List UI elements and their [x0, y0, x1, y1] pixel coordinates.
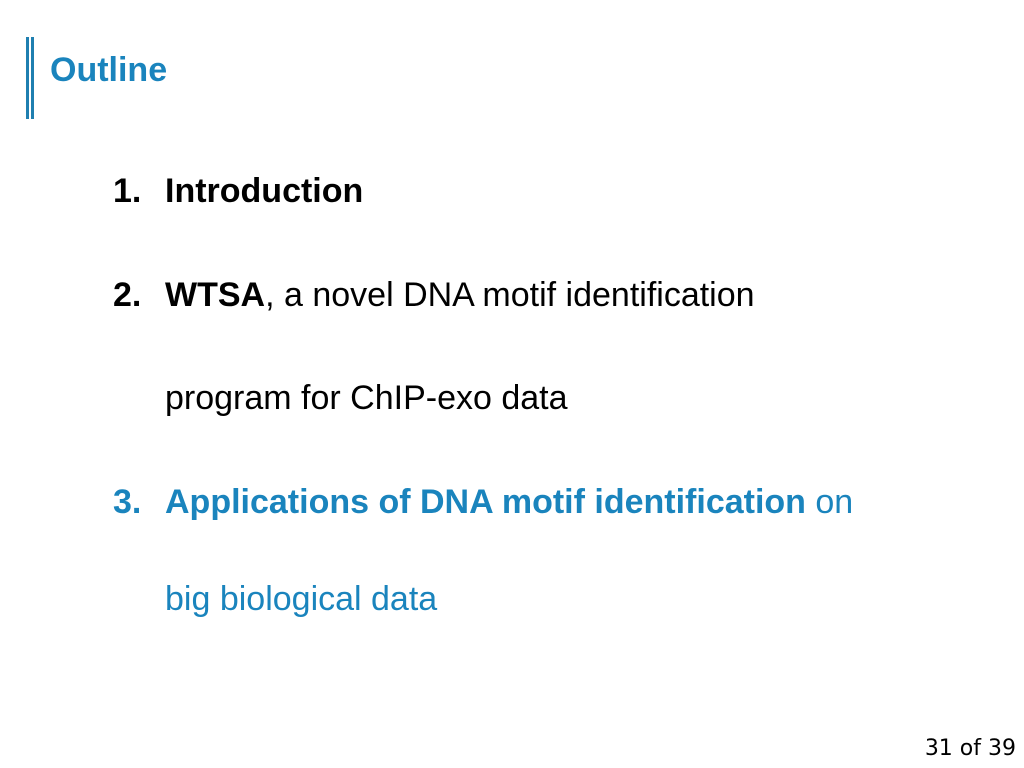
outline-item-wtsa: 2. WTSA, a novel DNA motif identificatio…: [113, 270, 993, 424]
outline-item-bold-text: WTSA: [165, 276, 266, 314]
title-accent-bar: [26, 37, 34, 119]
outline-item-bold-text: Applications of DNA motif identification: [165, 483, 806, 521]
outline-item-introduction: 1. Introduction: [113, 166, 993, 217]
outline-item-line-1: Applications of DNA motif identification…: [165, 477, 993, 528]
slide-title: Outline: [50, 51, 168, 89]
outline-item-rest-text: , a novel DNA motif identification: [265, 276, 755, 314]
title-accent-line: [31, 37, 34, 119]
outline-item-applications: 3. Applications of DNA motif identificat…: [113, 477, 993, 625]
outline-item-text: Introduction: [165, 172, 364, 210]
outline-item-number: 2.: [113, 276, 142, 314]
outline-item-line-2: big biological data: [165, 580, 438, 618]
outline-item-rest-text: on: [805, 483, 854, 521]
title-accent-line: [26, 37, 29, 119]
outline-list: 1. Introduction 2. WTSA, a novel DNA mot…: [113, 166, 993, 625]
outline-item-number: 3.: [113, 483, 142, 521]
page-number: 31 of 39: [924, 736, 1016, 761]
outline-item-number: 1.: [113, 172, 142, 210]
outline-item-line-1: WTSA, a novel DNA motif identification: [165, 270, 993, 321]
outline-item-line-2: program for ChIP-exo data: [165, 379, 568, 417]
